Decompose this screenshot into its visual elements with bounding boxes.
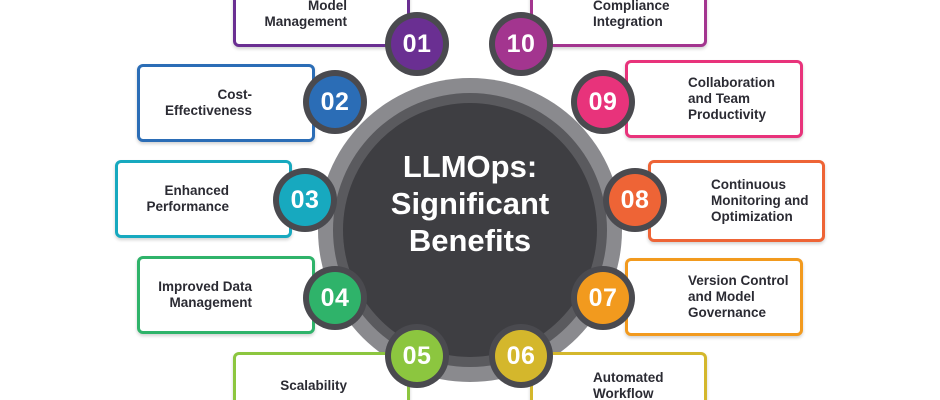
benefit-card-07: Version Control and Model Governance	[625, 258, 803, 336]
number-badge-08: 08	[603, 168, 667, 232]
number-badge-10: 10	[489, 12, 553, 76]
benefit-card-08: Continuous Monitoring and Optimization	[648, 160, 825, 242]
number-badge-03: 03	[273, 168, 337, 232]
benefit-card-09: Collaboration and Team Productivity	[625, 60, 803, 138]
badge-number: 09	[577, 76, 629, 128]
benefit-label: Automated Workflow	[593, 369, 664, 400]
number-badge-04: 04	[303, 266, 367, 330]
center-circle	[343, 103, 597, 357]
badge-number: 07	[577, 272, 629, 324]
benefit-label: Scalability	[280, 377, 347, 393]
badge-number: 03	[279, 174, 331, 226]
badge-number: 05	[391, 330, 443, 382]
number-badge-07: 07	[571, 266, 635, 330]
benefit-card-04: Improved Data Management	[137, 256, 315, 334]
benefit-label: Collaboration and Team Productivity	[688, 75, 775, 122]
benefit-card-10: Compliance Integration	[530, 0, 707, 47]
badge-number: 10	[495, 18, 547, 70]
badge-number: 04	[309, 272, 361, 324]
benefit-label: Continuous Monitoring and Optimization	[711, 177, 809, 224]
benefit-card-01: Model Management	[233, 0, 410, 47]
center-title: LLMOps: Significant Benefits	[390, 149, 550, 258]
number-badge-06: 06	[489, 324, 553, 388]
benefit-label: Improved Data Management	[158, 279, 252, 310]
benefit-label: Compliance Integration	[593, 0, 670, 29]
number-badge-01: 01	[385, 12, 449, 76]
benefit-card-02: Cost-Effectiveness	[137, 64, 315, 142]
badge-number: 01	[391, 18, 443, 70]
badge-number: 02	[309, 76, 361, 128]
benefit-label: Version Control and Model Governance	[688, 273, 789, 320]
number-badge-02: 02	[303, 70, 367, 134]
benefit-label: Cost-Effectiveness	[164, 87, 252, 118]
benefit-card-06: Automated Workflow	[530, 352, 707, 400]
badge-number: 06	[495, 330, 547, 382]
benefit-label: Enhanced Performance	[146, 183, 229, 214]
benefit-card-03: Enhanced Performance	[115, 160, 292, 238]
number-badge-09: 09	[571, 70, 635, 134]
benefit-card-05: Scalability	[233, 352, 410, 400]
benefit-label: Model Management	[264, 0, 347, 29]
number-badge-05: 05	[385, 324, 449, 388]
badge-number: 08	[609, 174, 661, 226]
